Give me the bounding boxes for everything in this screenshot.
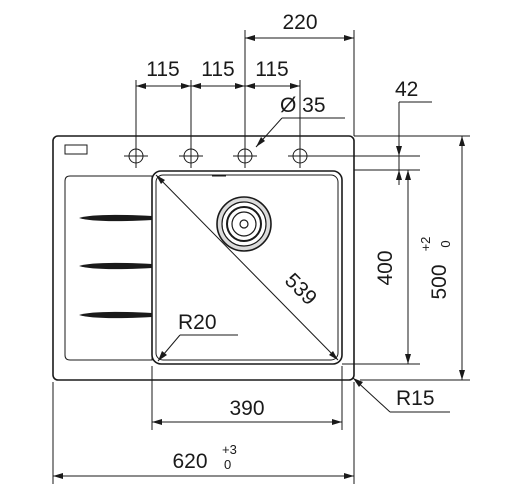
dim-label-620: 620: [172, 450, 207, 473]
drainer-area-outline: [64, 175, 153, 361]
drainer-rib: [79, 214, 152, 222]
bowl-outline: [151, 170, 343, 365]
dim-label-539: 539: [280, 269, 321, 310]
dim-label-220: 220: [282, 11, 317, 34]
drain-center: [239, 219, 249, 229]
bowl-inner-outline: [155, 174, 339, 361]
dimension-r15: R15: [352, 377, 450, 413]
dimension-hole-diameter: Ø 35: [255, 94, 345, 148]
drainer-ribs: [79, 214, 152, 319]
label-tab: [64, 144, 88, 155]
dimension-r20: R20: [157, 311, 238, 362]
dim-label-400: 400: [374, 250, 397, 285]
drain: [216, 196, 272, 252]
drainer-rib: [79, 311, 152, 319]
dim-label-500: 500: [428, 264, 451, 299]
dimension-220: 220: [244, 11, 355, 148]
tap-holes: [124, 144, 312, 168]
dimension-620: 620 +3 0: [52, 382, 355, 484]
dim-label-500-tol-upper: +2: [418, 237, 433, 252]
dimension-500: 500 +2 0: [354, 135, 470, 381]
dim-label-620-tol-upper: +3: [222, 442, 237, 457]
sink-outer-outline: [52, 135, 355, 381]
dim-label-390: 390: [229, 397, 264, 420]
dimension-42: 42: [308, 78, 432, 185]
dim-label-r20: R20: [178, 311, 217, 334]
dim-label-r15: R15: [396, 387, 435, 410]
dimension-115-row: 115 115 115: [135, 58, 301, 148]
dim-label-115-b: 115: [201, 58, 234, 81]
dim-label-115-a: 115: [146, 58, 179, 81]
dim-label-620-tol-lower: 0: [224, 457, 231, 472]
tap-hole: [233, 144, 257, 168]
dimension-390: 390: [151, 366, 343, 430]
dimension-400: 400: [342, 170, 420, 365]
dim-label-diameter: Ø 35: [280, 94, 326, 117]
dim-label-115-c: 115: [255, 58, 288, 81]
dim-label-500-tol-lower: 0: [438, 240, 453, 247]
dim-label-42: 42: [395, 78, 418, 101]
drainer-rib: [79, 262, 152, 270]
